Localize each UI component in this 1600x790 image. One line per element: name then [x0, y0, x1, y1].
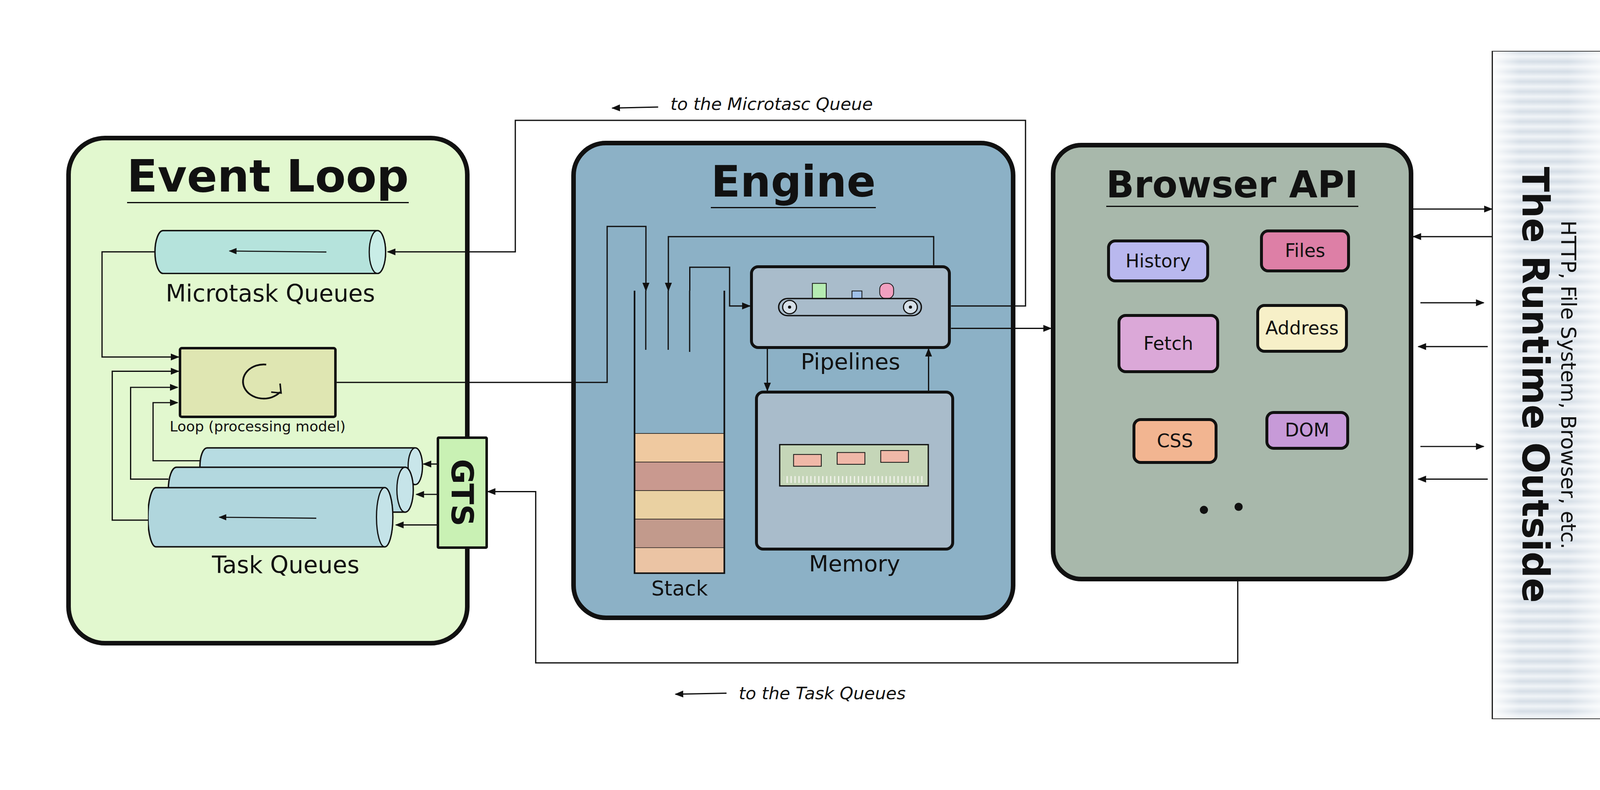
edge-label: to the Task Queues [736, 683, 908, 704]
queue-wire [395, 524, 437, 526]
queue-wire [152, 402, 200, 462]
stack-label: Stack [651, 577, 708, 601]
api-box: Address [1256, 304, 1348, 354]
band-text: The Runtime Outside [1513, 167, 1556, 604]
io-arrow [1420, 446, 1484, 448]
panel-title: Browser API [1106, 163, 1359, 208]
connector-arrow [487, 491, 1238, 663]
text-holder: Browser API [1055, 163, 1409, 208]
api-box: History [1107, 239, 1210, 283]
shape-illustration [147, 447, 424, 550]
region-panel: Microtask QueuesLoop (processing model) T… [66, 135, 470, 646]
queue-label: Microtask Queues [165, 280, 375, 308]
api-label: CSS [1157, 430, 1194, 453]
text-holder: CSS [1135, 421, 1215, 462]
connector-arrow [766, 349, 768, 391]
shape-illustration [181, 349, 335, 416]
shape-illustration [632, 290, 727, 575]
connector-arrow [1413, 208, 1493, 210]
text-holder: DOM [1268, 414, 1347, 448]
connector-arrow [950, 327, 1051, 330]
api-label: Address [1265, 317, 1339, 340]
panel-title: Engine [710, 157, 876, 208]
api-box: CSS [1132, 418, 1218, 465]
text-holder: Loop (processing model) [169, 418, 346, 435]
connector-arrow [690, 267, 750, 307]
pipeline-label: Pipelines [800, 349, 901, 375]
text-holder: Event Loop [70, 150, 465, 204]
text-holder: Microtask Queues [165, 280, 375, 308]
shape-illustration [757, 393, 952, 548]
memory-label: Memory [808, 551, 900, 578]
connector-arrow [668, 236, 934, 291]
text-holder: Files [1262, 232, 1348, 270]
edge-label: to the Microtasc Queue [668, 93, 875, 115]
io-arrow [1418, 346, 1488, 348]
band-subtitle: HTTP, File System, Browser, etc. [1555, 220, 1580, 550]
api-label: Files [1285, 240, 1326, 262]
loop-box: Loop (processing model) [178, 347, 338, 419]
region-panel: History FilesFetch AddressCSS DOM Browser AP… [1050, 142, 1413, 582]
label-holder: to the Microtasc Queue [668, 94, 875, 115]
connector-arrow [423, 463, 437, 465]
label-holder: to the Task Queues [736, 683, 908, 704]
connector-arrow [102, 252, 179, 358]
shape-illustration [152, 226, 388, 278]
queue-cylinder: Microtask Queues [152, 226, 388, 278]
ellipsis-dots [1191, 497, 1253, 519]
stack-column: Stack [632, 290, 727, 575]
api-label: Fetch [1143, 333, 1194, 355]
panel-title: Event Loop [127, 150, 410, 204]
outside-band: The Runtime OutsideHTTP, File System, Br… [1491, 50, 1600, 720]
text-holder: Engine [575, 157, 1011, 208]
text-holder: Fetch [1120, 317, 1217, 371]
shape-illustration [752, 268, 948, 347]
queue-wire [416, 494, 437, 496]
connector-arrow [336, 226, 646, 383]
text-holder: History [1110, 242, 1207, 280]
api-label: History [1125, 250, 1191, 273]
gts-box: GTS [436, 436, 488, 549]
api-box: Fetch [1117, 314, 1220, 374]
text-holder: Address [1259, 307, 1345, 351]
text-holder: Task Queues [212, 552, 360, 580]
queue-cylinders: Task Queues [147, 447, 424, 550]
connector-arrow [927, 349, 930, 391]
region-panel: Stack PipelinesMemory Engine [571, 140, 1015, 621]
queue-wire [130, 387, 178, 480]
pipeline-box: Pipelines [750, 265, 951, 350]
connector-arrow [112, 371, 179, 521]
queue-label: Task Queues [212, 552, 360, 580]
text-holder: GTS [444, 459, 480, 527]
connector-arrow [387, 120, 1026, 307]
api-box: Files [1260, 229, 1350, 273]
io-arrow [1420, 302, 1484, 304]
api-box: DOM [1265, 411, 1350, 450]
label-arrow [675, 693, 727, 695]
text-holder: Pipelines [800, 349, 901, 375]
memory-box: Memory [755, 390, 955, 551]
label-arrow [612, 107, 658, 108]
gts-label: GTS [444, 459, 480, 527]
text-holder: The Runtime OutsideHTTP, File System, Br… [1513, 66, 1580, 705]
text-holder: Stack [651, 577, 708, 601]
connector-arrow [1413, 236, 1493, 238]
text-holder: Memory [808, 551, 900, 578]
loop-label: Loop (processing model) [169, 418, 346, 435]
api-label: DOM [1285, 420, 1330, 442]
io-arrow [1418, 478, 1488, 480]
